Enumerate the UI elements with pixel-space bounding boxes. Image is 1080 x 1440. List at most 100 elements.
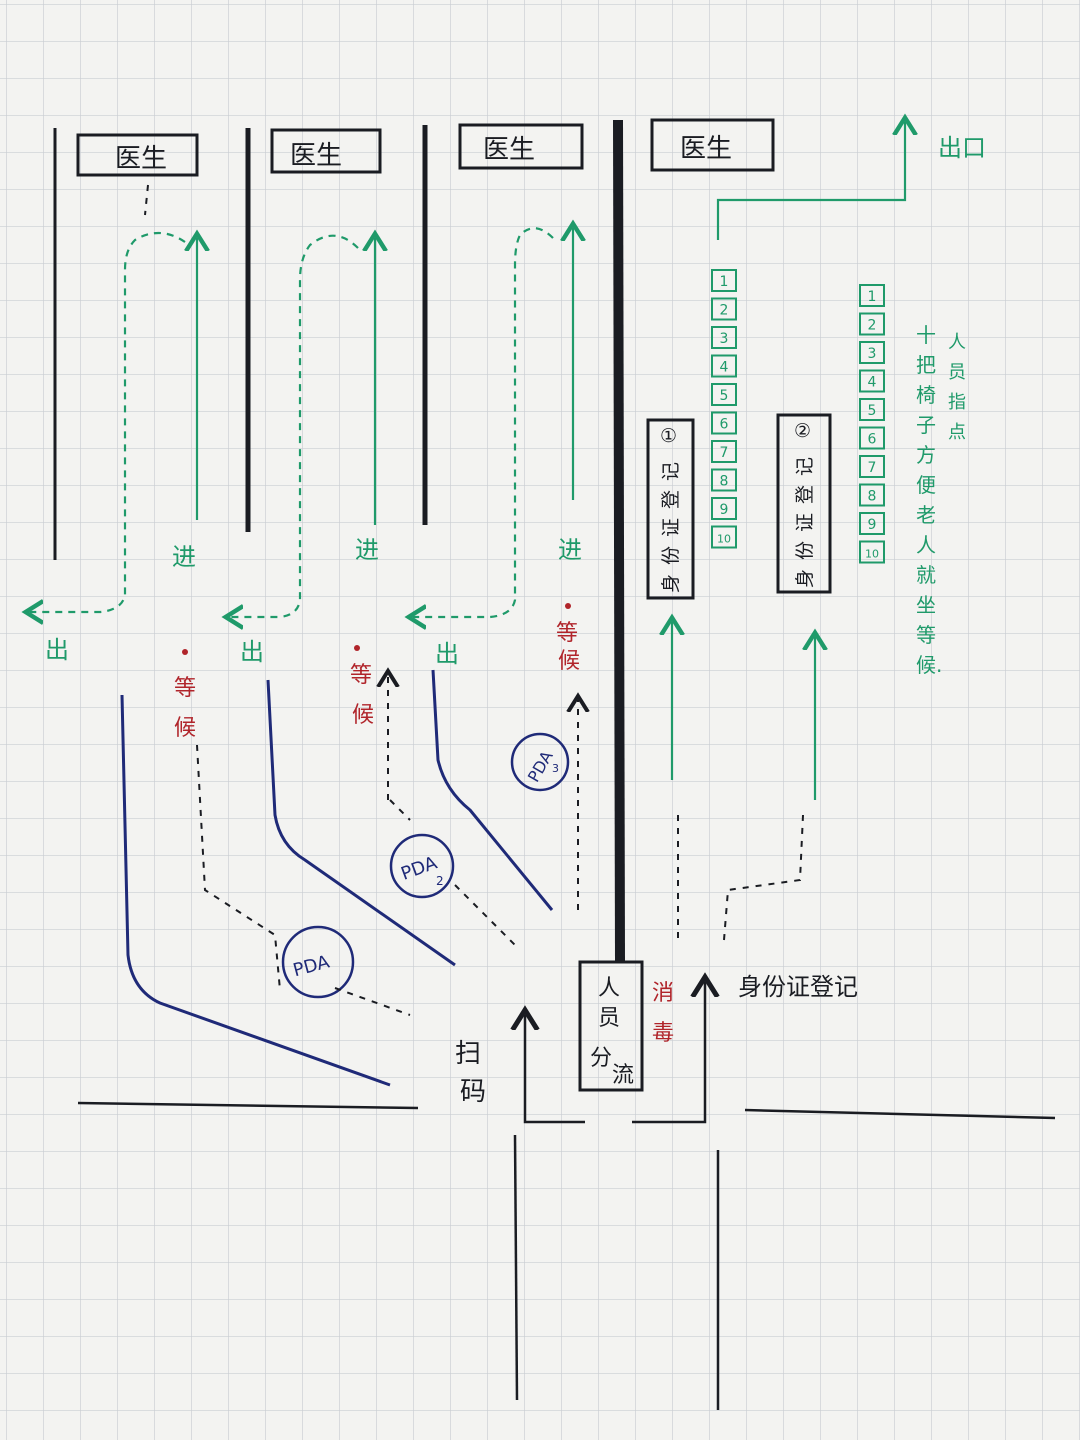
note-staff: 指: [948, 392, 966, 413]
chair-seat: 7: [711, 440, 737, 463]
chair-seat: 4: [859, 369, 885, 393]
note-chairs: 便: [916, 473, 936, 497]
wait-label: 候: [352, 703, 374, 728]
note-chairs: 老: [916, 503, 936, 527]
desk-number: ②: [794, 420, 811, 442]
note-chairs: 坐: [916, 593, 936, 617]
chair-number: 7: [720, 445, 729, 461]
id-registration-label: 身份证登记: [738, 973, 858, 1001]
chair-number: 10: [865, 548, 879, 561]
chair-seat: 2: [859, 312, 885, 336]
exit-label: 出: [435, 640, 459, 668]
chair-seat: 6: [859, 426, 885, 450]
queue-barriers: [120, 669, 554, 1087]
wait-label: 候: [558, 649, 580, 674]
note-staff: 员: [948, 362, 966, 383]
chair-seat: 10: [711, 525, 737, 549]
note-staff: 点: [948, 422, 966, 443]
triage-label: 人: [598, 976, 620, 1001]
doctor-room-2: [270, 128, 382, 174]
doctor-label: 医生: [483, 135, 535, 165]
desk-label: 身: [794, 569, 816, 588]
triage-label: 员: [598, 1006, 620, 1031]
building-wall: [744, 1108, 1056, 1120]
pda-sub: 3: [552, 762, 559, 775]
chair-number: 4: [720, 360, 729, 376]
chair-seat: 2: [711, 297, 737, 321]
chair-number: 4: [868, 375, 877, 391]
note-chairs: 就: [916, 563, 936, 587]
enter-label: 进: [172, 543, 196, 571]
doctor-label: 医生: [115, 144, 167, 174]
chair-number: 5: [720, 388, 729, 404]
note-staff: 人: [948, 332, 966, 353]
doctor-room-4: [650, 118, 775, 172]
exit-label: 出: [45, 636, 69, 664]
chair-seat: 5: [711, 383, 737, 406]
desk-number: ①: [660, 425, 677, 447]
doctor-room-1: [76, 133, 199, 177]
chair-seat: 1: [859, 284, 885, 307]
desk-label: 记: [660, 462, 682, 481]
id-route-arrow: [632, 982, 705, 1124]
enter-label: 进: [355, 536, 379, 564]
wait-label: 等: [174, 676, 196, 701]
chair-number: 3: [720, 331, 729, 347]
chair-number: 5: [868, 403, 877, 419]
doctor-label: 医生: [290, 141, 342, 171]
exit-right-label: 出口: [938, 134, 986, 162]
triage-label: 流: [612, 1063, 634, 1088]
building-wall: [77, 1101, 419, 1110]
chair-seat: 3: [711, 326, 737, 349]
dashed-flows: [144, 184, 804, 1016]
enter-label: 进: [558, 536, 582, 564]
chair-number: 9: [720, 502, 729, 518]
wait-label: 候: [174, 716, 196, 741]
note-chairs: 把: [916, 353, 936, 377]
desk-label: 身: [660, 574, 682, 593]
chair-number: 1: [720, 274, 729, 290]
desk-label: 份: [794, 541, 816, 560]
chair-seat: 3: [859, 341, 885, 364]
note-chairs: 十: [916, 323, 936, 347]
exit-path-2: [230, 234, 359, 617]
pda-station-1: [281, 925, 355, 999]
note-chairs: 候.: [916, 653, 942, 677]
desk-label: 证: [660, 518, 682, 537]
chair-seat: 10: [859, 540, 885, 564]
note-chairs: 椅: [916, 383, 936, 407]
note-chairs: 子: [916, 413, 936, 437]
chair-number: 8: [720, 474, 729, 490]
chair-number: 2: [868, 318, 877, 334]
walls: [53, 119, 625, 963]
scan-route-arrow: [525, 1015, 585, 1124]
chair-seat: 5: [859, 398, 885, 421]
exit-path-1: [30, 231, 186, 612]
note-chairs: 方: [916, 443, 936, 467]
doctor-label: 医生: [680, 134, 732, 164]
chair-seat: 9: [711, 497, 737, 520]
note-chairs: 人: [916, 533, 936, 557]
chair-number: 6: [720, 417, 729, 433]
chair-number: 3: [868, 346, 877, 362]
disinfect-label: 消: [652, 981, 674, 1006]
exit-path-3: [413, 227, 554, 617]
wait-label: 等: [556, 621, 578, 646]
disinfect-label: 毒: [652, 1021, 674, 1046]
desk-label: 证: [794, 513, 816, 532]
exit-route-right: [716, 122, 905, 240]
doctor-room-3: [458, 123, 584, 170]
chair-seat: 6: [711, 411, 737, 435]
chair-number: 2: [720, 303, 729, 319]
chair-seat: 9: [859, 512, 885, 535]
chair-seat: 4: [711, 354, 737, 378]
wait-label: 等: [350, 663, 372, 688]
chair-number: 6: [868, 432, 877, 448]
chair-seat: 8: [859, 483, 885, 507]
note-chairs: 等: [916, 623, 936, 647]
desk-label: 份: [660, 546, 682, 565]
chair-number: 1: [868, 289, 877, 305]
triage-box: [578, 960, 644, 1092]
pda-station-2: [389, 833, 455, 899]
